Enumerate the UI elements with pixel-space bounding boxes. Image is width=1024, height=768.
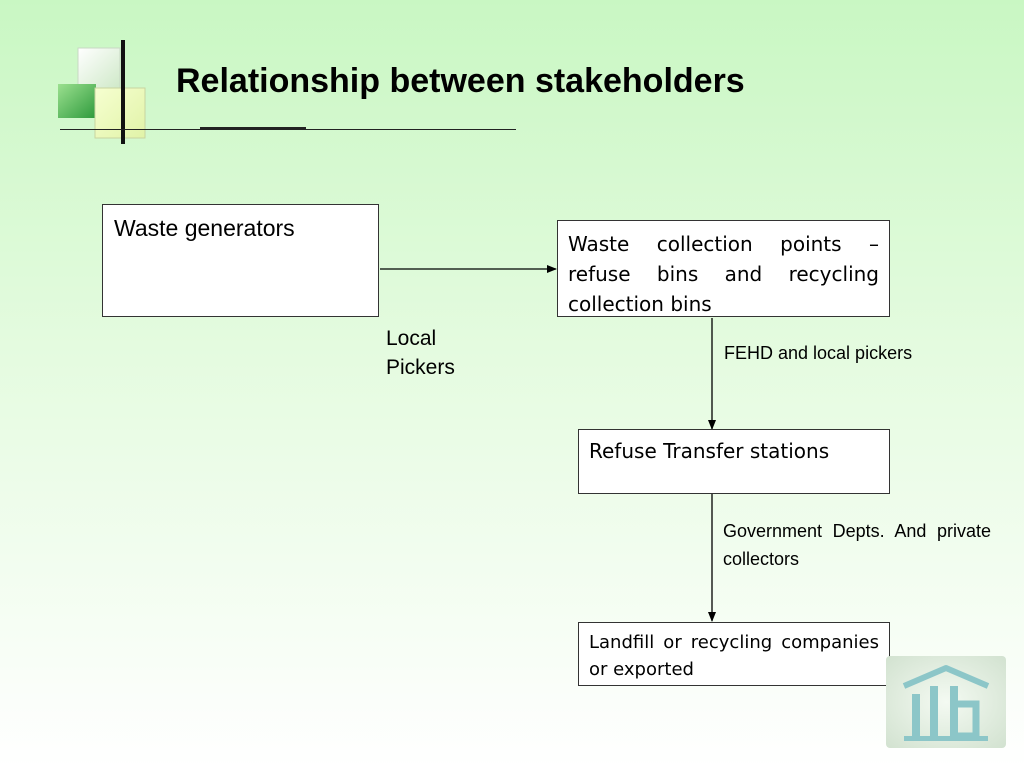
building-logo-icon — [886, 656, 1006, 748]
node-collection-points-label: Waste collection points – refuse bins an… — [568, 232, 879, 316]
slide-title: Relationship between stakeholders — [176, 62, 745, 100]
edge-label-government: Government Depts. And private collectors — [723, 521, 991, 569]
node-transfer-stations: Refuse Transfer stations — [578, 429, 890, 494]
node-waste-generators: Waste generators — [102, 204, 379, 317]
edge-label-fehd: FEHD and local pickers — [724, 343, 913, 363]
corner-squares-decoration — [58, 40, 146, 144]
node-waste-generators-label: Waste generators — [114, 215, 295, 241]
node-landfill-label: Landfill or recycling companies or expor… — [589, 632, 879, 680]
title-underline — [60, 129, 516, 130]
node-transfer-stations-label: Refuse Transfer stations — [589, 439, 830, 463]
node-collection-points: Waste collection points – refuse bins an… — [557, 220, 890, 317]
title-underline-accent — [200, 127, 306, 129]
node-landfill: Landfill or recycling companies or expor… — [578, 622, 890, 686]
edge-label-local-pickers: Local Pickers — [386, 327, 455, 379]
